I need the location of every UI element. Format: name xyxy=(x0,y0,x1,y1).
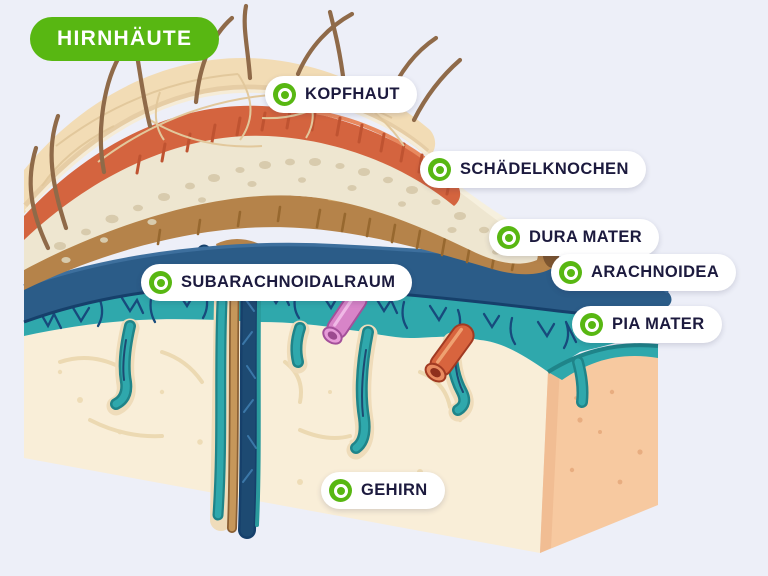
title-badge: HIRNHÄUTE xyxy=(30,17,220,61)
marker-icon xyxy=(428,158,451,181)
label-text: GEHIRN xyxy=(361,481,428,499)
label-arachnoidea[interactable]: ARACHNOIDEA xyxy=(551,254,737,291)
marker-icon xyxy=(580,313,603,336)
marker-icon xyxy=(559,261,582,284)
marker-icon xyxy=(329,479,352,502)
label-text: DURA MATER xyxy=(529,228,643,246)
label-text: SUBARACHNOIDALRAUM xyxy=(181,273,396,291)
vessel-orange xyxy=(424,323,475,383)
label-subarachnoidalraum[interactable]: SUBARACHNOIDALRAUM xyxy=(141,264,413,301)
label-text: KOPFHAUT xyxy=(305,85,400,103)
label-kopfhaut[interactable]: KOPFHAUT xyxy=(265,76,417,113)
marker-icon xyxy=(497,226,520,249)
marker-icon xyxy=(149,271,172,294)
brain-front-face xyxy=(24,319,548,553)
label-pia-mater[interactable]: PIA MATER xyxy=(572,306,722,343)
label-schaedelknochen[interactable]: SCHÄDELKNOCHEN xyxy=(420,151,646,188)
label-text: PIA MATER xyxy=(612,315,705,333)
label-text: ARACHNOIDEA xyxy=(591,263,720,281)
brain-side-face xyxy=(540,345,658,553)
label-dura-mater[interactable]: DURA MATER xyxy=(489,219,660,256)
marker-icon xyxy=(273,83,296,106)
label-text: SCHÄDELKNOCHEN xyxy=(460,160,629,178)
label-gehirn[interactable]: GEHIRN xyxy=(321,472,445,509)
